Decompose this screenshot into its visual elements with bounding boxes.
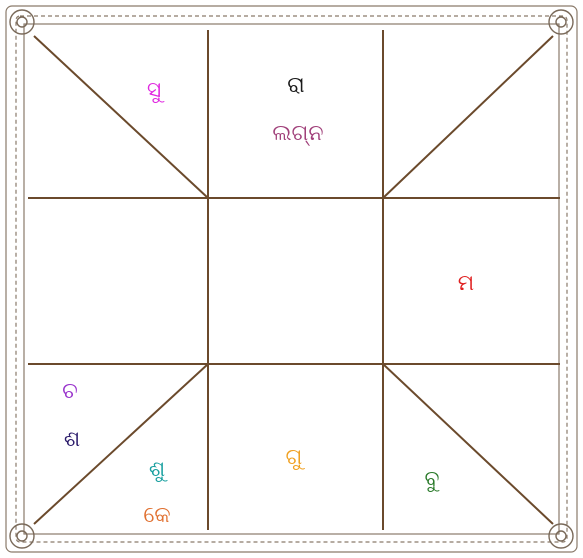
diagonal-top-left [34,36,208,198]
planet-label: ବୁ [424,467,439,492]
corner-ornament-top-right [549,10,573,34]
planet-label: ଶ [64,427,80,452]
planet-label: ଶୁ [149,457,168,482]
planet-label: ମ [458,271,474,296]
house-right-middle: ମ [458,271,474,296]
planet-label: ଚ [62,379,78,404]
corner-ornament-bottom-right [549,524,573,548]
diagonal-bottom-left [34,364,208,524]
planet-label: ସୁ [147,78,165,103]
corner-ornament-bottom-left [10,524,34,548]
house-bottom-left-lower: ଶୁ କେ [143,457,170,528]
house-bottom-right-lower: ବୁ [424,467,439,492]
lagna-label: ଲଗ୍ନ [272,121,323,146]
planet-label: ଗୁ [286,445,306,470]
planet-label: କେ [143,503,170,528]
corner-ornament-top-left [10,10,34,34]
house-top-center: ରା ଲଗ୍ନ [272,73,323,146]
house-bottom-center: ଗୁ [286,445,306,470]
diagonal-bottom-right [383,364,553,524]
house-bottom-left-upper: ଚ ଶ [62,379,80,452]
diagonal-top-right [383,36,553,198]
house-top-left-upper: ସୁ [147,78,165,103]
planet-label: ରା [287,73,305,98]
